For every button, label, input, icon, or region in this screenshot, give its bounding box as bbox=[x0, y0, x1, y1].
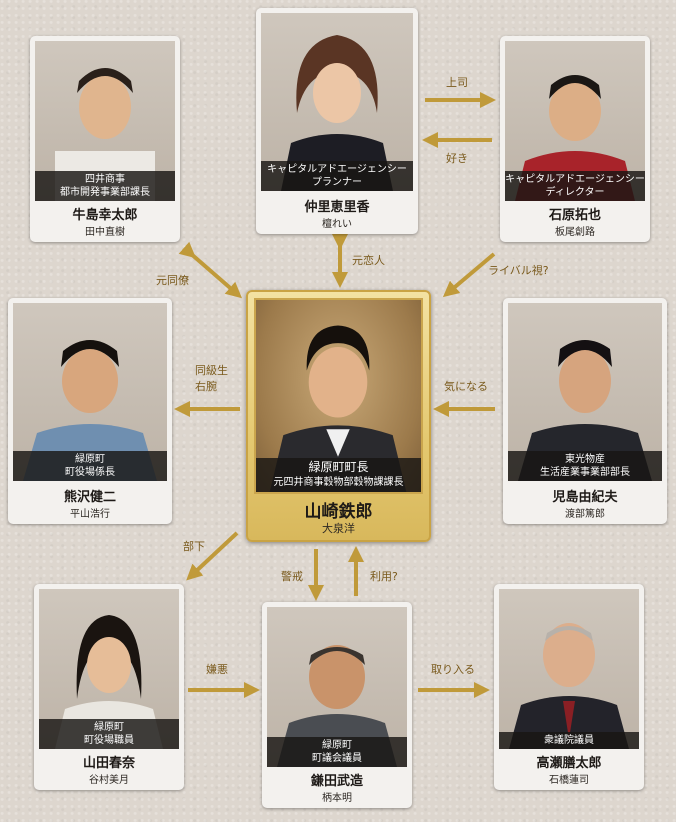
character-name: 山崎鉄郎 bbox=[304, 502, 373, 522]
actor-name: 大泉洋 bbox=[322, 522, 355, 535]
role-line: 緑原町町長 bbox=[308, 460, 369, 474]
actor-name: 田中直樹 bbox=[85, 227, 125, 238]
portrait-ishihara: キャピタルアドエージェンシー ディレクター bbox=[505, 41, 645, 201]
actor-name: 渡部篤郎 bbox=[565, 509, 605, 520]
portrait-yamazaki: 緑原町町長 元四井商事穀物部穀物課課長 bbox=[254, 298, 423, 494]
rel-label-doukyusei: 同級生 bbox=[195, 364, 228, 377]
portrait-yamada: 緑原町 町役場職員 bbox=[39, 589, 179, 749]
rel-label-joshi: 上司 bbox=[446, 76, 468, 89]
role-line: ディレクター bbox=[545, 187, 605, 198]
role-line: 元四井商事穀物部穀物課課長 bbox=[273, 477, 404, 488]
rel-label-ken-o: 嫌悪 bbox=[206, 663, 228, 676]
role-line: 生活産業事業部部長 bbox=[540, 467, 630, 478]
character-card-kojima[interactable]: 東光物産 生活産業事業部部長 児島由紀夫 渡部篤郎 bbox=[503, 298, 667, 524]
character-name: 石原拓也 bbox=[548, 208, 601, 223]
actor-name: 柄本明 bbox=[322, 793, 352, 804]
rel-label-buka: 部下 bbox=[183, 540, 205, 553]
character-card-yamazaki-main[interactable]: 緑原町町長 元四井商事穀物部穀物課課長 山崎鉄郎 大泉洋 bbox=[246, 290, 431, 542]
actor-name: 板尾創路 bbox=[555, 227, 595, 238]
role-line: キャピタルアドエージェンシー bbox=[505, 174, 645, 185]
rel-label-rival: ライバル視? bbox=[488, 264, 549, 277]
role-line: 緑原町 bbox=[94, 722, 124, 733]
character-card-ishihara[interactable]: キャピタルアドエージェンシー ディレクター 石原拓也 板尾創路 bbox=[500, 36, 650, 242]
actor-name: 石橋蓮司 bbox=[549, 775, 589, 786]
rel-label-suki: 好き bbox=[446, 152, 468, 165]
role-line: 町役場職員 bbox=[84, 735, 134, 746]
character-card-takase[interactable]: 衆議院議員 高瀬膳太郎 石橋蓮司 bbox=[494, 584, 644, 790]
character-card-kumazawa[interactable]: 緑原町 町役場係長 熊沢健二 平山浩行 bbox=[8, 298, 172, 524]
role-line: 町役場係長 bbox=[65, 467, 115, 478]
portrait-kojima: 東光物産 生活産業事業部部長 bbox=[508, 303, 662, 481]
character-name: 熊沢健二 bbox=[63, 490, 116, 505]
character-name: 児島由紀夫 bbox=[552, 490, 618, 505]
character-name: 山田春奈 bbox=[82, 756, 135, 771]
role-line: 緑原町 bbox=[322, 740, 352, 751]
rel-label-kininaru: 気になる bbox=[444, 380, 488, 393]
actor-name: 谷村美月 bbox=[89, 775, 129, 786]
character-card-nakazato[interactable]: キャピタルアドエージェンシー プランナー 仲里恵里香 檀れい bbox=[256, 8, 418, 234]
role-line: 都市開発事業部課長 bbox=[60, 187, 150, 198]
portrait-kumazawa: 緑原町 町役場係長 bbox=[13, 303, 167, 481]
portrait-nakazato: キャピタルアドエージェンシー プランナー bbox=[261, 13, 413, 191]
role-line: 東光物産 bbox=[565, 454, 605, 465]
character-card-yamada[interactable]: 緑原町 町役場職員 山田春奈 谷村美月 bbox=[34, 584, 184, 790]
arrow-motodouryou bbox=[178, 241, 243, 299]
portrait-takase: 衆議院議員 bbox=[499, 589, 639, 749]
role-line: 緑原町 bbox=[75, 454, 105, 465]
role-line: プランナー bbox=[312, 177, 362, 188]
character-card-ushijima[interactable]: 四井商事 都市開発事業部課長 牛島幸太郎 田中直樹 bbox=[30, 36, 180, 242]
rel-label-motokoibito: 元恋人 bbox=[352, 254, 385, 267]
rel-label-toriiru: 取り入る bbox=[431, 663, 475, 676]
rel-label-motodouryou: 元同僚 bbox=[156, 274, 189, 287]
character-card-kamata[interactable]: 緑原町 町議会議員 鎌田武造 柄本明 bbox=[262, 602, 412, 808]
character-name: 鎌田武造 bbox=[310, 774, 363, 789]
rel-label-keikai: 警戒 bbox=[281, 570, 303, 583]
character-name: 仲里恵里香 bbox=[304, 200, 370, 215]
character-name: 牛島幸太郎 bbox=[72, 208, 138, 223]
portrait-kamata: 緑原町 町議会議員 bbox=[267, 607, 407, 767]
character-name: 高瀬膳太郎 bbox=[536, 756, 602, 771]
rel-label-riyou: 利用? bbox=[370, 570, 398, 583]
role-line: 四井商事 bbox=[85, 174, 125, 185]
role-line: 町議会議員 bbox=[312, 753, 362, 764]
portrait-ushijima: 四井商事 都市開発事業部課長 bbox=[35, 41, 175, 201]
role-line: 衆議院議員 bbox=[544, 735, 594, 746]
actor-name: 平山浩行 bbox=[70, 509, 110, 520]
actor-name: 檀れい bbox=[322, 219, 352, 230]
rel-label-uwan: 右腕 bbox=[195, 380, 217, 393]
role-line: キャピタルアドエージェンシー bbox=[267, 164, 407, 175]
